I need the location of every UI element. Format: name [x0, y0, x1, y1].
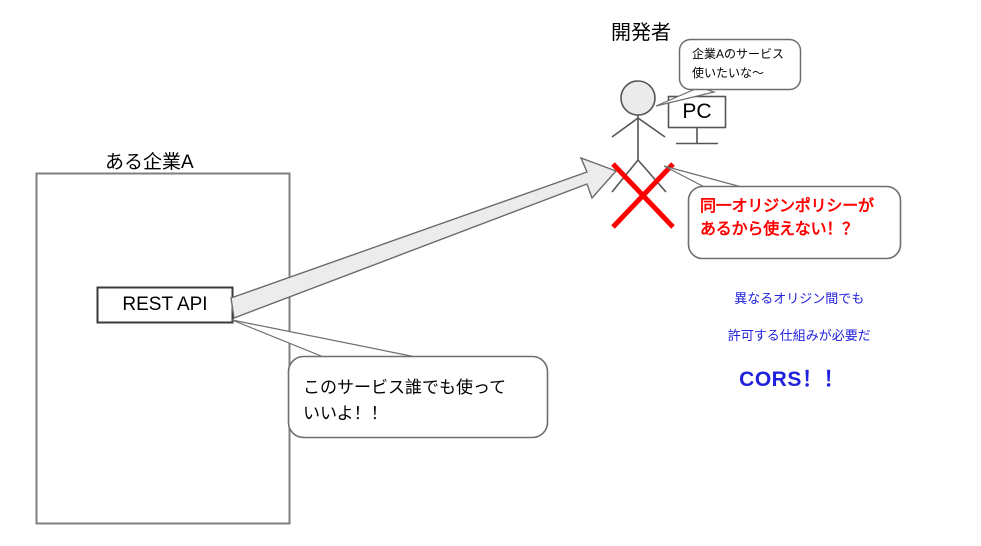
cors-note-line1: 異なるオリジン間でも [734, 291, 865, 307]
cors-note-line2: 許可する仕組みが必要だ [727, 328, 871, 344]
rest-api-bubble [231, 319, 549, 439]
developer-label: 開発者 [611, 22, 671, 44]
request-arrow [230, 156, 618, 319]
same-origin-policy-bubble-text: 同一オリジンポリシーが あるから使えない！？ [700, 198, 874, 238]
rest-api-box [96, 286, 234, 324]
pc-label: PC [682, 100, 712, 124]
rest-api-bubble-text: このサービス誰でも使って いいよ！！ [303, 378, 507, 424]
cors-conclusion: 異なるオリジン間でも 許可する仕組みが必要だ CORS！！ [688, 272, 896, 432]
red-x-mark [611, 162, 675, 229]
stick-figure [611, 80, 667, 193]
company-label: ある企業A [105, 152, 194, 173]
company-boundary-box [35, 172, 291, 525]
pc-monitor-icon [667, 95, 727, 145]
same-origin-policy-bubble [663, 165, 902, 260]
rest-api-label: REST API [122, 294, 208, 316]
cors-emphasis: CORS！！ [739, 368, 845, 392]
stick-figure-head [620, 80, 656, 116]
developer-bubble-text: 企業Aのサービス 使いたいな〜 [692, 47, 785, 80]
developer-bubble [655, 38, 802, 107]
